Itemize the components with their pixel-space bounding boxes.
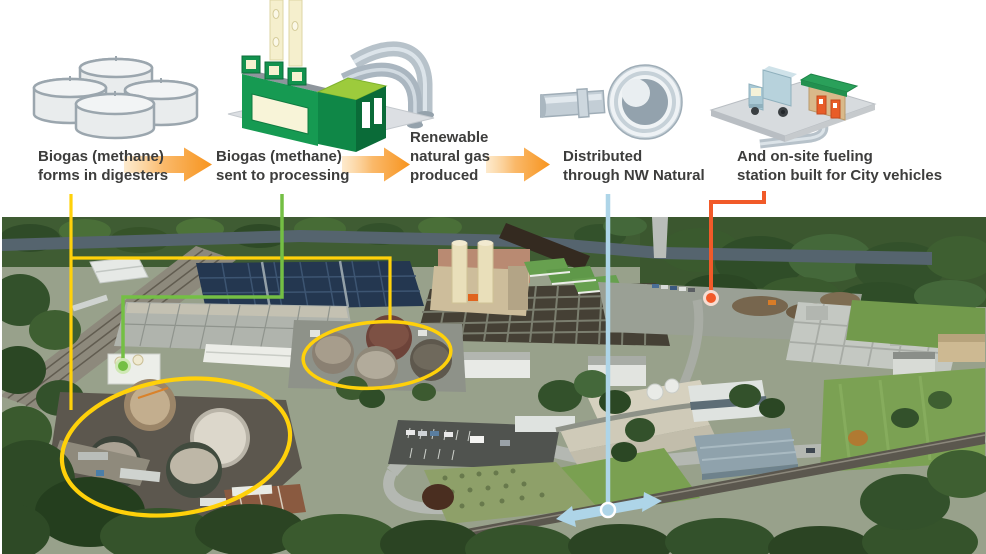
shrub-field xyxy=(424,462,598,524)
flow-arrow-2 xyxy=(342,147,410,182)
step-label-fueling-line2: station built for City vehicles xyxy=(737,167,943,184)
secondary-tanks-group xyxy=(288,315,466,392)
step-label-distribution-line2: through NW Natural xyxy=(563,167,705,184)
processing-plant-icon xyxy=(227,0,435,152)
trees-left xyxy=(2,274,84,458)
step-label-processing: Biogas (methane) sent to processing xyxy=(216,147,349,185)
digester-tanks-icon xyxy=(32,56,199,140)
step-label-digesters-line2: forms in digesters xyxy=(38,167,169,184)
step-label-processing-line2: sent to processing xyxy=(216,167,350,184)
step-label-distribution: Distributed through NW Natural xyxy=(563,147,705,185)
right-buildings xyxy=(646,334,985,480)
flow-arrow-1 xyxy=(124,147,212,182)
incinerator-complex xyxy=(430,240,530,316)
step-label-digesters: Biogas (methane) forms in digesters xyxy=(38,147,168,185)
parking-lot xyxy=(388,416,575,470)
step-label-processing-line1: Biogas (methane) xyxy=(216,148,342,165)
step-label-rng-line2: natural gas xyxy=(410,148,491,165)
step-label-rng-line1: Renewable xyxy=(410,129,489,146)
step-label-fueling: And on-site fueling station built for Ci… xyxy=(737,147,942,185)
aeration-basins xyxy=(196,260,424,310)
step-label-rng-produced: Renewable natural gas produced xyxy=(410,128,490,185)
step-label-distribution-line1: Distributed xyxy=(563,148,643,165)
forest-bottom xyxy=(2,440,986,554)
step-label-digesters-line1: Biogas (methane) xyxy=(38,148,164,165)
green-roof-buildings xyxy=(524,258,623,294)
flow-arrow-3 xyxy=(486,147,550,182)
railroad-bridge xyxy=(499,223,590,271)
fueling-station-icon xyxy=(709,66,877,149)
step-label-rng-line3: produced xyxy=(410,167,479,184)
pipeline-icon xyxy=(540,64,683,140)
bridge-pier xyxy=(652,217,668,258)
step-label-fueling-line1: And on-site fueling xyxy=(737,148,873,165)
